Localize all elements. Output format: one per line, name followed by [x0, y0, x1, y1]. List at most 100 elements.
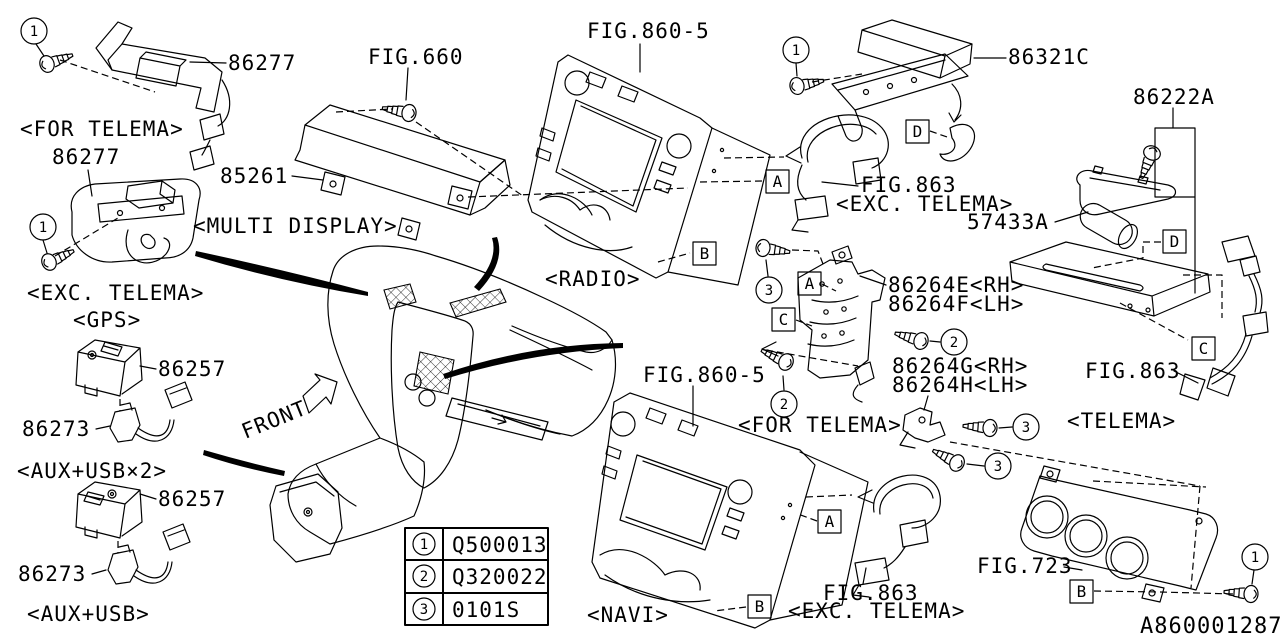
callout-number: 3 — [994, 459, 1002, 475]
part-number-86264f: 86264F<LH> — [888, 292, 1024, 316]
part-number-86264g: 86264G<RH> — [892, 354, 1028, 378]
part-number-86321c: 86321C — [1008, 45, 1090, 69]
callout-number: 2 — [950, 335, 958, 351]
fig-863-right-label: FIG.863 — [1085, 359, 1181, 383]
callout-box-d: D — [905, 119, 930, 144]
screw-icon — [754, 238, 792, 261]
callout-circle-1: 1 — [1241, 543, 1269, 585]
caption-exc-telema-bottom: <EXC. TELEMA> — [788, 599, 965, 623]
harness-exc-telema-bottom: FIG.863 <EXC. TELEMA> — [788, 474, 965, 623]
screw-icon — [36, 46, 76, 75]
callout-circle-2: 2 — [940, 328, 968, 356]
callout-circle-1: 1 — [20, 17, 48, 57]
caption-radio: <RADIO> — [545, 267, 641, 291]
fastener-legend-table: 1 Q500013 2 Q320022 3 0101S — [404, 527, 549, 626]
caption-for-telema: <FOR TELEMA> — [20, 117, 184, 141]
callout-letter: D — [913, 122, 923, 141]
diagram-id: A860001287 — [1140, 614, 1280, 639]
callout-circle-3: 3 — [984, 452, 1012, 480]
part-number-86277-bracket: 86277 — [228, 51, 296, 75]
callout-letter: A — [773, 172, 783, 191]
screw-icon — [787, 71, 826, 97]
callout-number: 1 — [30, 24, 38, 40]
legend-code: Q500013 — [452, 533, 548, 557]
callout-circle-1: 1 — [29, 213, 57, 254]
callout-letter: C — [1199, 339, 1209, 358]
callout-number: 1 — [792, 43, 800, 59]
callout-letter: A — [825, 512, 835, 531]
fig-863-bottom-label: FIG.863 — [823, 581, 919, 605]
legend-row: 1 Q500013 — [412, 532, 548, 557]
caption-aux-usb: <AUX+USB> — [27, 602, 150, 626]
callout-circle-3: 3 — [1012, 413, 1040, 441]
caption-for-telema-mid: <FOR TELEMA> — [738, 413, 902, 437]
screw-icon — [380, 99, 418, 124]
screw-icon — [961, 417, 999, 438]
callout-letter: D — [1170, 232, 1180, 251]
antenna-assembly: 86222A 57433A D C FIG.863 <TELEMA> — [967, 85, 1269, 433]
callout-box-d: D — [1162, 229, 1187, 254]
callout-box-b: B — [1069, 579, 1094, 604]
callout-number: 1 — [39, 220, 47, 236]
aux-usb-lower: 86257 86273 <AUX+USB> — [18, 481, 226, 626]
navi-unit: FIG.860-5 A B <NAVI> — [587, 363, 874, 629]
dashboard-sketch — [195, 193, 623, 563]
fig-860-5-bottom-label: FIG.860-5 — [643, 363, 766, 387]
multi-display-part: FIG.660 85261 <MULTI DISPLAY> — [193, 45, 689, 241]
fig-660-label: FIG.660 — [368, 45, 464, 69]
callout-box-a: A — [817, 509, 842, 534]
harness-exc-telema-top: FIG.863 <EXC. TELEMA> — [785, 114, 1013, 233]
callout-circle-2: 2 — [770, 375, 798, 418]
caption-multi-display: <MULTI DISPLAY> — [193, 214, 398, 238]
bracket-set: 3 A C 86264E<RH> 86264F<LH> 2 — [738, 238, 1201, 487]
callout-number: 2 — [780, 397, 788, 413]
bracket-telema-part: 1 86277 <FOR TELEMA> — [20, 17, 296, 171]
screw-icon — [928, 442, 968, 475]
callout-box-b: B — [692, 241, 717, 266]
front-direction: FRONT — [238, 373, 338, 444]
part-number-86257-upper: 86257 — [158, 357, 226, 381]
climate-control-part: FIG.723 B 1 — [977, 465, 1269, 604]
callout-letter: C — [779, 310, 789, 329]
part-number-86273-lower: 86273 — [18, 562, 86, 586]
callout-number: 3 — [765, 283, 773, 299]
callout-box-c: C — [1191, 336, 1216, 361]
legend-num: 3 — [420, 602, 428, 618]
part-number-86277-gps: 86277 — [52, 145, 120, 169]
callout-box-b: B — [747, 594, 772, 619]
aux-usb-upper: 86257 86273 <AUX+USB×2> — [17, 339, 226, 483]
telema-module-part: 1 86321C D — [782, 19, 1090, 162]
part-number-86264e: 86264E<RH> — [888, 273, 1024, 297]
callout-circle-3: 3 — [755, 259, 783, 304]
callout-letter: B — [700, 244, 710, 263]
part-number-86264h: 86264H<LH> — [892, 373, 1028, 397]
fig-860-5-top-label: FIG.860-5 — [587, 19, 710, 43]
screw-icon — [1133, 142, 1164, 182]
legend-row: 3 0101S — [412, 597, 520, 622]
legend-code: Q320022 — [452, 565, 548, 589]
legend-num: 1 — [420, 537, 428, 553]
front-arrow-icon — [302, 373, 338, 414]
front-label: FRONT — [238, 396, 310, 444]
part-number-57433a: 57433A — [967, 210, 1049, 234]
callout-box-a: A — [765, 169, 790, 194]
caption-exc-telema-top: <EXC. TELEMA> — [836, 192, 1013, 216]
callout-number: 3 — [1022, 420, 1030, 436]
callout-letter: B — [755, 597, 765, 616]
callout-box-c: C — [771, 307, 796, 332]
part-number-86257-lower: 86257 — [158, 487, 226, 511]
part-number-85261: 85261 — [220, 164, 288, 188]
legend-code: 0101S — [452, 598, 520, 622]
callout-number: 1 — [1251, 550, 1259, 566]
gps-antenna-part: 86277 1 <EXC. TELEMA> <GPS> — [27, 145, 203, 332]
caption-navi: <NAVI> — [587, 603, 669, 627]
screw-icon — [1222, 583, 1260, 604]
fig-723-label: FIG.723 — [977, 554, 1073, 578]
screw-icon — [892, 324, 931, 352]
caption-telema: <TELEMA> — [1067, 409, 1176, 433]
callout-letter: B — [1077, 582, 1087, 601]
radio-unit: FIG.860-5 A B <RADIO> — [527, 19, 790, 291]
fig-863-top-label: FIG.863 — [861, 173, 957, 197]
caption-gps: <GPS> — [73, 308, 141, 332]
